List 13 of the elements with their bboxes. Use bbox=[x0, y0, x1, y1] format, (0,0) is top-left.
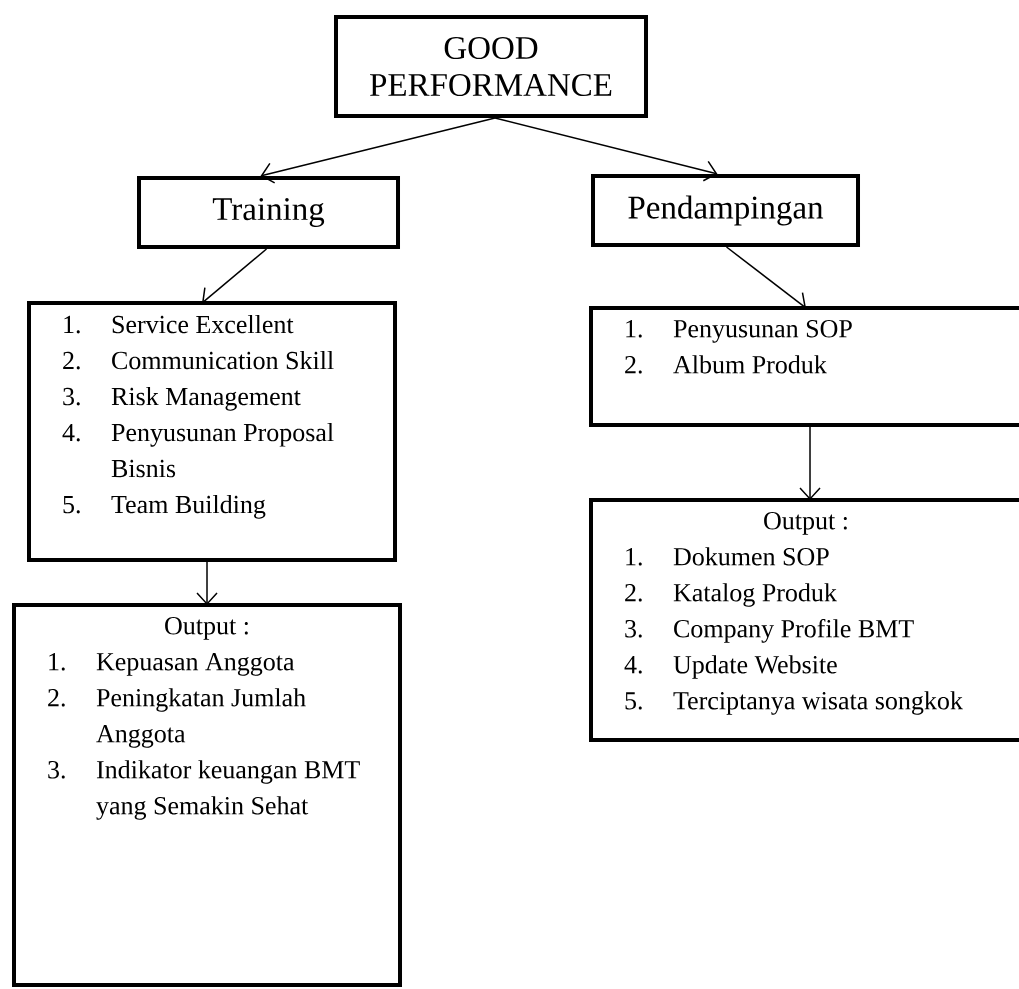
arrow bbox=[799, 424, 821, 500]
arrow bbox=[202, 248, 268, 304]
list-box: 1. Penyusunan SOP 2. Album Produk bbox=[589, 306, 1019, 427]
heading-box: GOOD PERFORMANCE bbox=[334, 15, 648, 118]
list-box: 1. Service Excellent 2. Communication Skill 3. Risk Management 4. Penyusunan Proposal Bisnis 5. Team Building bbox=[27, 301, 397, 562]
output-box: Output : 1. Dokumen SOP 2. Katalog Produk 3. Company Profile BMT 4. Update Website 5. Terciptanya wisata songkok bbox=[589, 498, 1019, 742]
category-box: Training bbox=[137, 176, 400, 249]
arrow bbox=[494, 117, 718, 182]
arrow bbox=[725, 246, 806, 310]
output-box: Output : 1. Kepuasan Anggota 2. Peningkatan Jumlah Anggota 3. Indikator keuangan BMT yang Semakin Sehat bbox=[12, 603, 402, 987]
arrow bbox=[260, 117, 496, 184]
category-box: Pendampingan bbox=[591, 174, 860, 247]
arrow bbox=[196, 559, 218, 605]
